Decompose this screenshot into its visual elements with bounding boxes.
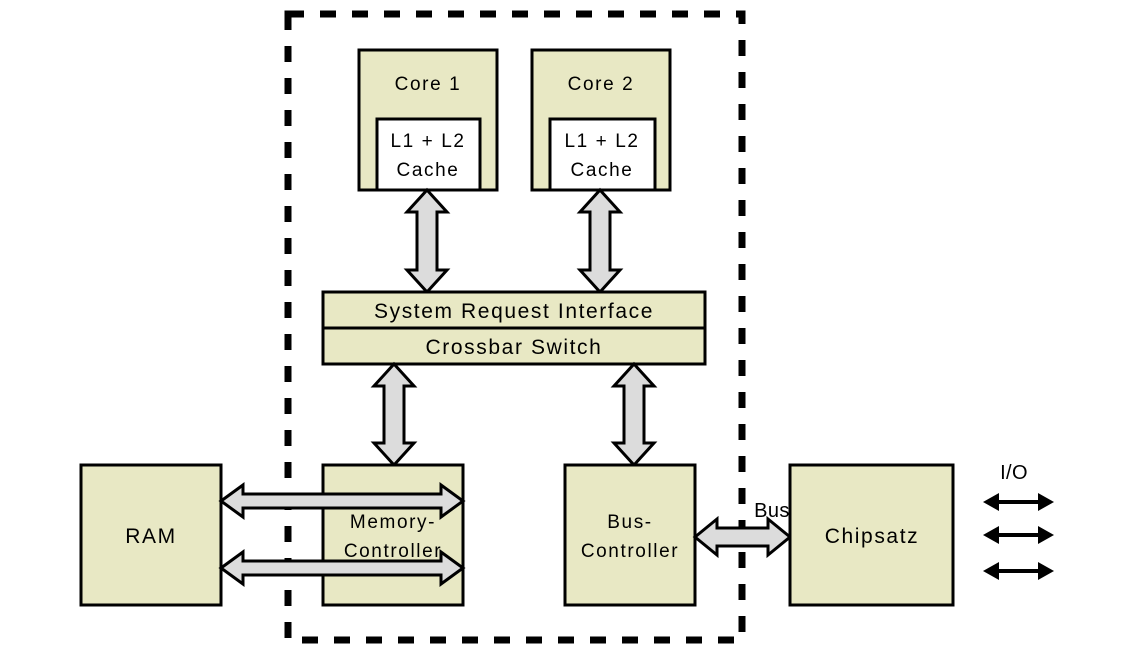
io-arrows-group: I/O (983, 462, 1054, 580)
core1-to-sri-arrow (403, 187, 451, 295)
core-1-cache-label-line2: Cache (397, 160, 460, 181)
core-2-group: Core 2 L1 + L2 Cache (530, 48, 672, 192)
bus-controller-label-line2: Controller (581, 541, 679, 562)
chipset-box[interactable] (788, 463, 955, 607)
core-2-label: Core 2 (568, 74, 635, 95)
memory-controller-label-line2: Controller (344, 541, 442, 562)
io-arrow-3 (983, 562, 1054, 580)
ram-label: RAM (125, 525, 176, 548)
io-arrow-2 (983, 526, 1054, 544)
cpu-die-boundary (284, 10, 746, 644)
ram-to-memory-controller-upper-arrow (218, 482, 466, 520)
core-1-cache-box[interactable] (375, 117, 482, 192)
core-1-label: Core 1 (395, 74, 462, 95)
bus-controller-label-line1: Bus- (607, 512, 652, 533)
crossbar-to-memory-controller-arrow (370, 361, 418, 468)
crossbar-switch-label: Crossbar Switch (426, 336, 603, 359)
core-2-cache-label-line2: Cache (571, 160, 634, 181)
core-1-group: Core 1 L1 + L2 Cache (357, 48, 499, 192)
core-1-cache-label-line1: L1 + L2 (390, 131, 465, 152)
bus-label: Bus (754, 500, 790, 522)
bus-controller-box[interactable] (563, 463, 697, 607)
io-arrow-1 (983, 493, 1054, 511)
crossbar-to-bus-controller-arrow (610, 361, 658, 468)
ram-to-memory-controller-lower-arrow (218, 549, 466, 587)
io-label: I/O (1000, 462, 1028, 484)
core-2-cache-box[interactable] (548, 117, 657, 192)
chipset-label: Chipsatz (825, 525, 920, 548)
core-2-cache-label-line1: L1 + L2 (564, 131, 639, 152)
core2-to-sri-arrow (576, 187, 624, 295)
crossbar-switch-box[interactable] (321, 326, 707, 366)
system-request-interface-label: System Request Interface (374, 300, 654, 323)
memory-controller-label-line1: Memory- (350, 512, 436, 533)
ram-box[interactable] (79, 463, 223, 607)
